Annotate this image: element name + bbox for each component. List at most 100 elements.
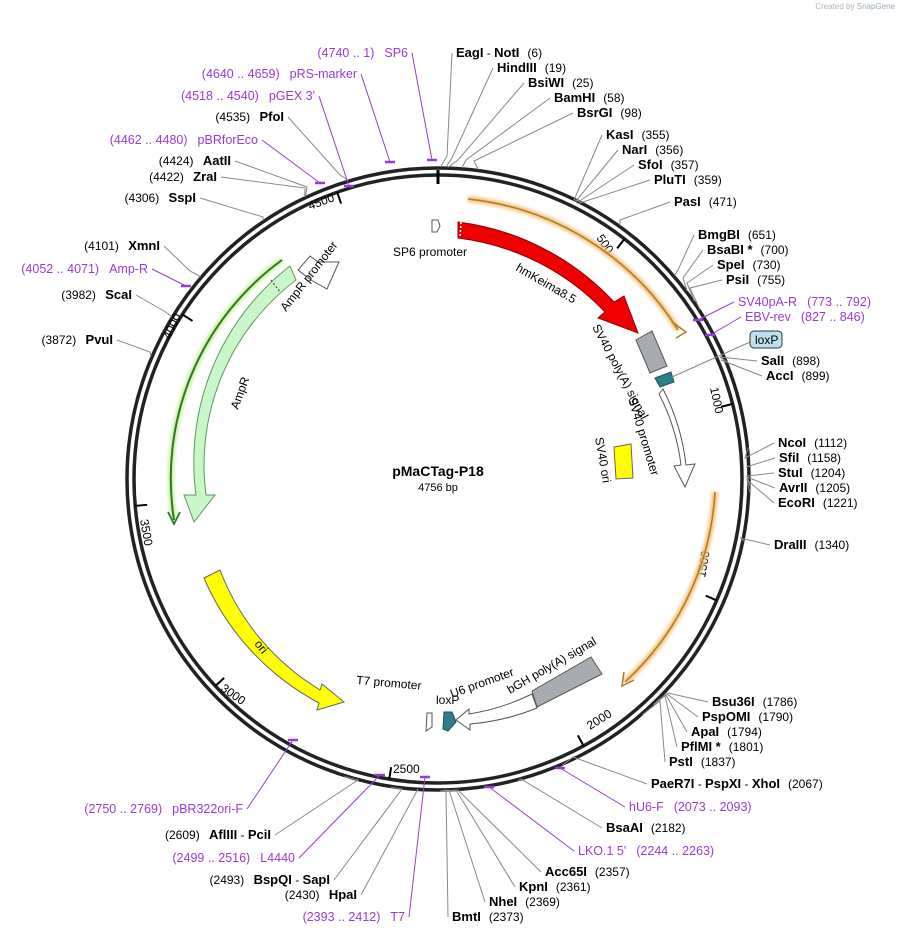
enzyme-label[interactable]: BmgBI (651) bbox=[698, 227, 776, 242]
primer-range: (2393 .. 2412) bbox=[303, 910, 381, 924]
enzyme-label[interactable]: NarI(356) bbox=[622, 142, 683, 157]
enzyme-label[interactable]: (4424) AatII bbox=[159, 153, 231, 168]
enzyme-label[interactable]: SfiI(1158) bbox=[779, 450, 841, 465]
enzyme-label[interactable]: BamHI(58) bbox=[554, 90, 625, 105]
sp6-promoter-arrow[interactable] bbox=[431, 219, 441, 233]
primer-range: (2750 .. 2769) bbox=[84, 802, 162, 816]
enzyme-position: (355) bbox=[641, 128, 669, 142]
enzyme-label[interactable]: BsaAI(2182) bbox=[606, 820, 686, 835]
enzyme-label[interactable]: (4535) PfoI bbox=[215, 109, 284, 124]
enzyme-label[interactable]: AvrII(1205) bbox=[779, 480, 850, 495]
enzyme-name: BmgBI bbox=[698, 227, 740, 242]
primer-label[interactable]: (4052 .. 4071)Amp-R bbox=[21, 262, 148, 276]
enzyme-label[interactable]: (2430) HpaI bbox=[285, 887, 357, 902]
enzyme-name: ZraI bbox=[193, 169, 217, 184]
primer-name: hU6-F bbox=[629, 800, 664, 814]
primer-label[interactable]: (2393 .. 2412)T7 bbox=[303, 910, 405, 924]
enzyme-label[interactable]: (4306) SspI bbox=[125, 190, 197, 205]
enzyme-label[interactable]: StuI(1204) bbox=[778, 465, 845, 480]
enzyme-label[interactable]: PasI(471) bbox=[674, 194, 737, 209]
loxp-bottom-label: loxP bbox=[436, 693, 459, 707]
enzyme-name: AccI bbox=[766, 368, 793, 383]
bgh-polya-feature[interactable] bbox=[531, 656, 603, 708]
ori-feature[interactable] bbox=[203, 569, 346, 711]
enzyme-label[interactable]: ApaI(1794) bbox=[691, 724, 762, 739]
primer-range: (827 .. 846) bbox=[801, 310, 865, 324]
t7-promoter-arrow[interactable] bbox=[425, 712, 433, 732]
primer-label[interactable]: LKO.1 5'(2244 .. 2263) bbox=[578, 844, 714, 858]
primer-label[interactable]: (4640 .. 4659)pRS-marker bbox=[202, 67, 357, 81]
ampr-orf-arc-line bbox=[169, 259, 283, 521]
enzyme-position: (2430) bbox=[285, 888, 323, 902]
primer-name: pGEX 3' bbox=[269, 89, 315, 103]
enzyme-label[interactable]: BsiWI(25) bbox=[528, 75, 593, 90]
enzyme-label[interactable]: Acc65I(2357) bbox=[545, 864, 630, 879]
enzyme-name-2: PciI bbox=[248, 827, 271, 842]
enzyme-label[interactable]: BsrGI(98) bbox=[577, 105, 642, 120]
enzyme-label[interactable]: NheI(2369) bbox=[489, 894, 560, 909]
enzyme-label[interactable]: SpeI(730) bbox=[717, 257, 780, 272]
loxp-top-feature[interactable] bbox=[654, 371, 675, 388]
enzyme-name: PfoI bbox=[259, 109, 284, 124]
loxp-bottom-feature[interactable] bbox=[442, 711, 457, 732]
enzyme-label[interactable]: EcoRI(1221) bbox=[778, 495, 858, 510]
primer-label[interactable]: (2750 .. 2769)pBR322ori-F bbox=[84, 802, 243, 816]
enzyme-label[interactable]: PspOMI(1790) bbox=[702, 709, 793, 724]
enzyme-label[interactable]: KasI(355) bbox=[606, 127, 669, 142]
enzyme-label[interactable]: Bsu36I(1786) bbox=[712, 694, 797, 709]
primer-label[interactable]: hU6-F(2073 .. 2093) bbox=[629, 800, 752, 814]
enzyme-label[interactable]: (4422) ZraI bbox=[149, 169, 217, 184]
enzyme-name-2: SapI bbox=[303, 872, 330, 887]
ampr-feature[interactable] bbox=[183, 265, 297, 524]
enzyme-label[interactable]: (3872) PvuI bbox=[42, 332, 114, 347]
enzyme-label[interactable]: DraIII(1340) bbox=[774, 537, 849, 552]
enzyme-label[interactable]: EagI - NotI(6) bbox=[456, 45, 542, 60]
primer-label[interactable]: (4518 .. 4540)pGEX 3' bbox=[181, 89, 315, 103]
enzyme-position: (1112) bbox=[814, 436, 847, 450]
sv40-polya-feature[interactable] bbox=[635, 330, 668, 374]
enzyme-label[interactable]: AccI(899) bbox=[766, 368, 829, 383]
primer-label[interactable]: SV40pA-R(773 .. 792) bbox=[738, 295, 871, 309]
primer-label[interactable]: EBV-rev(827 .. 846) bbox=[745, 310, 865, 324]
enzyme-label[interactable]: PsiI(755) bbox=[726, 272, 785, 287]
tick-label: 3500 bbox=[137, 518, 155, 547]
enzyme-name: PspOMI bbox=[702, 709, 750, 724]
ampr-promoter-feature[interactable] bbox=[297, 255, 340, 290]
u6-promoter-feature[interactable] bbox=[455, 693, 538, 731]
enzyme-label[interactable]: (4101) XmnI bbox=[84, 238, 160, 253]
enzyme-position: (1205) bbox=[815, 481, 850, 495]
ampr-label: AmpR bbox=[228, 375, 253, 411]
sv40-promoter-feature[interactable] bbox=[658, 388, 696, 489]
enzyme-name: SspI bbox=[169, 190, 196, 205]
primer-line bbox=[318, 95, 350, 187]
enzyme-label[interactable]: SalI(898) bbox=[761, 353, 820, 368]
enzyme-name: PflMI * bbox=[681, 739, 722, 754]
enzyme-label[interactable]: PstI(1837) bbox=[669, 754, 736, 769]
enzyme-label[interactable]: PflMI *(1801) bbox=[681, 739, 763, 754]
enzyme-position: (2357) bbox=[595, 865, 630, 879]
enzyme-label[interactable]: (2609) AflIII - PciI bbox=[165, 827, 271, 842]
enzyme-label[interactable]: BmtI(2373) bbox=[452, 909, 524, 924]
enzyme-label[interactable]: SfoI(357) bbox=[638, 157, 699, 172]
enzyme-label[interactable]: KpnI(2361) bbox=[519, 879, 591, 894]
enzyme-label[interactable]: PaeR7I - PspXI - XhoI(2067) bbox=[651, 776, 823, 791]
enzyme-position: (651) bbox=[748, 228, 776, 242]
enzyme-position: (2067) bbox=[788, 777, 823, 791]
enzyme-name: NheI bbox=[489, 894, 517, 909]
enzyme-line bbox=[360, 788, 419, 896]
enzyme-label[interactable]: (2493) BspQI - SapI bbox=[210, 872, 330, 887]
primer-label[interactable]: (2499 .. 2516)L4440 bbox=[172, 851, 295, 865]
enzyme-label[interactable]: PluTI(359) bbox=[654, 172, 722, 187]
enzyme-position: (98) bbox=[620, 106, 641, 120]
enzyme-name: SalI bbox=[761, 353, 784, 368]
enzyme-label[interactable]: NcoI(1112) bbox=[778, 435, 847, 450]
enzyme-line bbox=[653, 695, 678, 748]
sv40-ori-feature[interactable] bbox=[613, 443, 634, 480]
tick-mark bbox=[214, 677, 225, 687]
enzyme-label[interactable]: HindIII(19) bbox=[497, 60, 566, 75]
primer-label[interactable]: (4740 .. 1)SP6 bbox=[317, 46, 408, 60]
enzyme-label[interactable]: (3982) ScaI bbox=[61, 287, 132, 302]
enzyme-label[interactable]: BsaBI *(700) bbox=[707, 242, 789, 257]
hmkeima-feature[interactable] bbox=[457, 221, 639, 334]
primer-label[interactable]: (4462 .. 4480)pBRforEco bbox=[110, 133, 258, 147]
